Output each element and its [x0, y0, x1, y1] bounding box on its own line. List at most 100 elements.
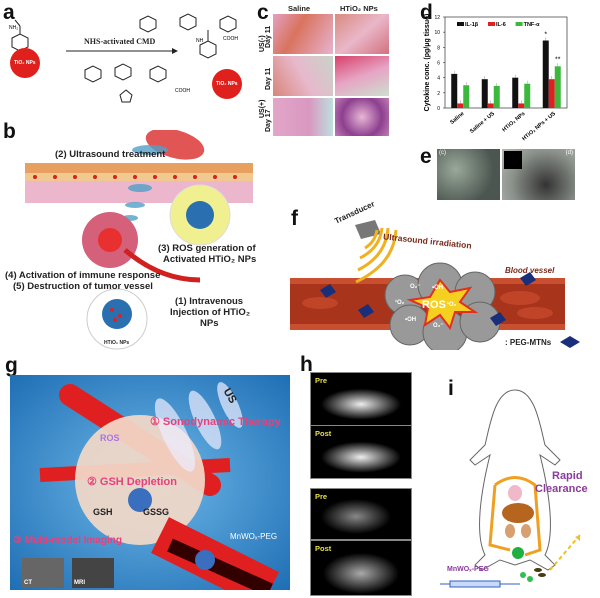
panel-label-b: b [3, 120, 16, 143]
bladder-icon [512, 547, 524, 559]
blood-vessel-label: Blood vessel [505, 266, 555, 275]
ros-species: •OH [432, 285, 444, 291]
panel-label-d: d [420, 1, 433, 24]
rapid-clearance-label-2: Clearance [535, 483, 588, 495]
step-vessel-destruction: (5) Destruction of tumor vessel [13, 281, 153, 292]
y-tick-label: 12 [434, 15, 440, 21]
histology-image [334, 55, 390, 97]
kidney-icon [505, 524, 515, 538]
x-tick-label: Saline + US [469, 111, 496, 135]
mri-image-post: Post [310, 540, 412, 596]
subpanel-label: (d) [565, 150, 573, 156]
skin-layer [25, 163, 253, 173]
mouse-outline [469, 389, 561, 571]
sonodynamic-vessel-scheme [290, 220, 580, 350]
peg-mtn-legend-icon [560, 336, 580, 348]
y-tick-label: 10 [434, 30, 440, 36]
bar-TNF-α [463, 85, 470, 108]
liver-icon [502, 503, 534, 523]
ct-image-post: Post [310, 425, 412, 479]
bar-TNF-α [524, 83, 531, 108]
subpanel-label: (c) [439, 150, 446, 156]
mnwox-particle [128, 488, 152, 512]
ros-species: O₂⁻ [410, 284, 421, 290]
histology-image [334, 97, 390, 137]
mnwox-peg-label: MnWOₓ-PEG [447, 566, 489, 573]
step-injection-2: Injection of HTiO₂ [170, 307, 251, 318]
column-header-htio2: HTiO₂ NPs [340, 4, 378, 13]
x-tick-label: HTiO₂ NPs + US [521, 111, 557, 143]
reaction-label: NHS-activated CMD [84, 37, 156, 46]
y-tick-label: 0 [437, 106, 440, 112]
significance-marker: * [544, 32, 547, 39]
image-label: Pre [315, 376, 328, 385]
bar-IL-6 [457, 103, 464, 108]
step-ros-generation-1: (3) ROS generation of [158, 243, 256, 254]
panel-label-g: g [5, 354, 18, 377]
legend-swatch [457, 22, 464, 26]
gsh-depletion-label: ② GSH Depletion [87, 476, 177, 488]
ros-burst [406, 278, 479, 331]
ros-species: ¹O₂ [395, 300, 405, 306]
blood-vessel [123, 248, 201, 283]
column-header-saline: Saline [288, 4, 311, 13]
histology-image [272, 13, 334, 55]
legend-label: TNF-α [524, 22, 541, 28]
gsh-label: GSH [93, 507, 113, 517]
svg-text:COOH: COOH [223, 36, 238, 42]
panel-label-h: h [300, 353, 313, 376]
step-immune-activation: (4) Activation of immune response [5, 270, 161, 281]
y-tick-label: 2 [437, 91, 440, 97]
panel-label-f: f [291, 207, 298, 230]
y-tick-label: 6 [437, 61, 440, 67]
x-tick-label: HTiO₂ NPs [501, 111, 526, 133]
tem-image-d: (d) [502, 149, 575, 200]
svg-text:COOH: COOH [175, 88, 190, 94]
diffraction-inset [504, 151, 522, 169]
ct-image-pre: Pre [310, 372, 412, 426]
panel-label-a: a [3, 1, 15, 24]
y-tick-label: 8 [437, 45, 440, 51]
bar-IL-1β [542, 40, 549, 109]
transducer-icon [355, 220, 381, 239]
chemistry-scheme: NH₂ COOH NH COOH [9, 13, 242, 103]
peg-mtns-legend: : PEG-MTNs [505, 338, 552, 347]
ct-image [22, 558, 64, 588]
ros-species: ¹O₂ [447, 302, 457, 308]
np-label: TiO₂ NPs [14, 60, 36, 66]
tio2-nanoparticle-conjugated [212, 69, 242, 99]
np-label-conjugated: TiO₂ NPs [216, 81, 238, 87]
legend-swatch [488, 22, 495, 26]
ultrasound-therapy-scheme [25, 130, 253, 350]
np-label: HTiO₂ NPs [104, 340, 130, 346]
panel-label-c: c [257, 1, 269, 24]
bar-IL-1β [512, 77, 519, 108]
heart-icon [508, 485, 522, 501]
tio2-nanoparticle [10, 48, 40, 78]
bar-IL-6 [487, 103, 494, 108]
ros-species: •OH [405, 317, 417, 323]
image-label: Post [315, 544, 332, 553]
bar-TNF-α [554, 66, 561, 108]
bar-IL-6 [548, 79, 555, 108]
x-tick-label: Saline [449, 111, 465, 126]
y-tick-label: 4 [437, 76, 440, 82]
legend-label: IL-1β [465, 22, 479, 28]
gssg-label: GSSG [143, 507, 170, 517]
mri-label: MRI [74, 580, 85, 586]
legend-swatch [515, 22, 523, 26]
circulation-path [488, 476, 542, 557]
bar-IL-6 [518, 103, 525, 108]
bar-IL-1β [481, 79, 488, 108]
step-injection-3: NPs [200, 318, 219, 329]
syringe-icon [449, 580, 501, 588]
ros-species: O₂⁻ [433, 323, 444, 329]
mnwox-therapy-illustration [10, 375, 290, 590]
svg-text:NH₂: NH₂ [9, 25, 18, 31]
mouse-clearance-diagram [440, 389, 581, 588]
step-ultrasound-treatment: (2) Ultrasound treatment [55, 149, 166, 160]
y-axis-label: Cytokine conc. (pg/μg tissue) [424, 14, 431, 112]
image-label: Pre [315, 492, 328, 501]
